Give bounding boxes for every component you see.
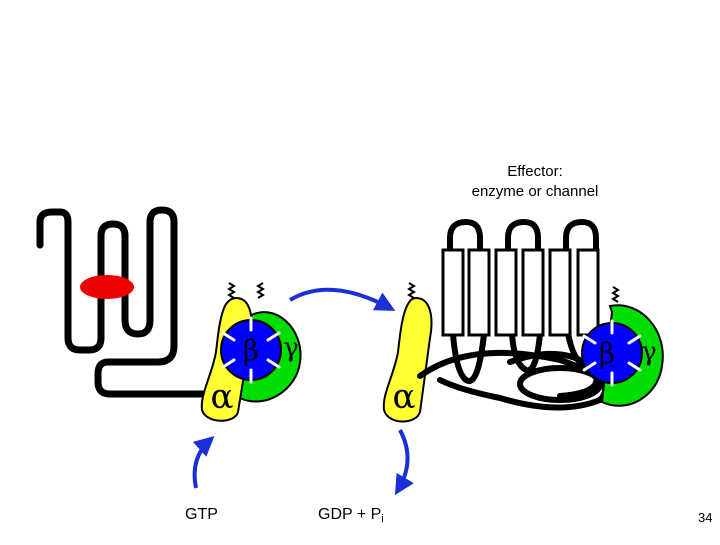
ligand — [80, 275, 134, 299]
gdp-pi-label: GDP + Pi — [318, 506, 384, 525]
anchor-squiggle-gamma-left — [256, 282, 265, 299]
beta-symbol-left: β — [243, 334, 259, 367]
alpha-subunit-free — [382, 296, 433, 423]
gdp-pi-text: GDP + P — [318, 506, 382, 523]
beta-symbol-right: β — [599, 337, 615, 370]
anchor-squiggle-gamma-right — [611, 286, 620, 303]
arrow-gdp-release — [394, 429, 414, 496]
effector-transmembrane-helices — [441, 248, 600, 337]
gamma-symbol-right: γ — [641, 337, 657, 367]
alpha-symbol-free: α — [393, 377, 416, 417]
page-number: 34 — [698, 510, 713, 525]
beta-propeller-spokes-right — [582, 319, 642, 387]
effector-label-line1: Effector: — [507, 163, 563, 180]
receptor-7tm — [36, 206, 210, 398]
pi-subscript: i — [381, 513, 384, 525]
gtp-label: GTP — [185, 506, 218, 523]
effector-label-line2: enzyme or channel — [471, 183, 599, 200]
gamma-symbol-left: γ — [283, 333, 299, 363]
anchor-squiggle-alpha-left — [227, 282, 236, 299]
anchor-squiggle-alpha-middle — [407, 282, 416, 299]
effector-label: Effector: enzyme or channel — [430, 162, 640, 202]
arrow-dissociation — [288, 287, 396, 311]
beta-propeller-spokes-left — [221, 316, 281, 384]
arrow-gtp-binding — [192, 435, 215, 489]
alpha-symbol-left: α — [211, 377, 234, 417]
